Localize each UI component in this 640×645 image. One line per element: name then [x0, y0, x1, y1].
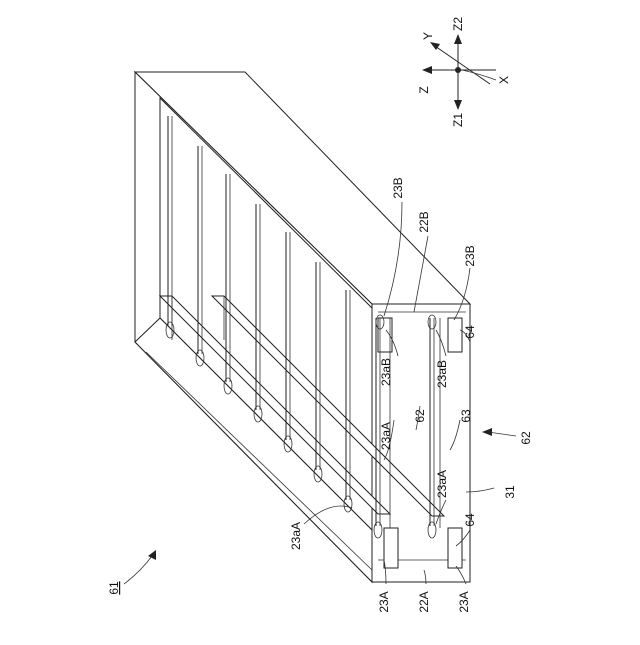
label-x: X — [497, 76, 511, 84]
label-z1: Z1 — [451, 113, 465, 127]
label-23A-right: 23A — [457, 591, 471, 612]
label-62-big: 62 — [519, 431, 533, 445]
label-23B-right: 23B — [463, 245, 477, 266]
label-23aA-right: 23aA — [435, 470, 449, 498]
arrow-62 — [482, 428, 492, 436]
box-structure — [135, 72, 470, 582]
label-23A-left: 23A — [377, 591, 391, 612]
label-23aB-left: 23aB — [379, 358, 393, 386]
z-arrowhead — [422, 66, 432, 74]
label-63: 63 — [459, 409, 473, 423]
axes-indicator: Z2 Y Z X Z1 — [417, 17, 511, 127]
z2-arrowhead — [454, 34, 462, 44]
label-y: Y — [421, 32, 435, 40]
label-64-top: 64 — [463, 325, 477, 339]
label-23aA-left: 23aA — [289, 522, 303, 550]
label-22B: 22B — [417, 211, 431, 232]
leader-62-big — [488, 432, 516, 436]
arrow-61 — [148, 550, 156, 560]
front-block-upper-right — [448, 318, 462, 352]
label-23aB-right: 23aB — [435, 360, 449, 388]
label-64-bottom: 64 — [463, 513, 477, 527]
y-axis-line — [432, 44, 490, 84]
front-block-lower-right — [448, 528, 462, 568]
label-z: Z — [417, 86, 431, 93]
label-23aA-mid: 23aA — [379, 422, 393, 450]
front-block-lower-left — [384, 528, 398, 568]
x-arrow-curve — [462, 70, 496, 80]
label-62-small: 62 — [413, 409, 427, 423]
z1-arrowhead — [454, 100, 462, 110]
figure-ref-61: 61 — [107, 581, 121, 595]
leader-61 — [124, 556, 152, 584]
label-22A: 22A — [417, 591, 431, 612]
label-31: 31 — [503, 485, 517, 499]
label-23B-top: 23B — [391, 177, 405, 198]
label-z2: Z2 — [451, 17, 465, 31]
axes-origin — [455, 67, 461, 73]
